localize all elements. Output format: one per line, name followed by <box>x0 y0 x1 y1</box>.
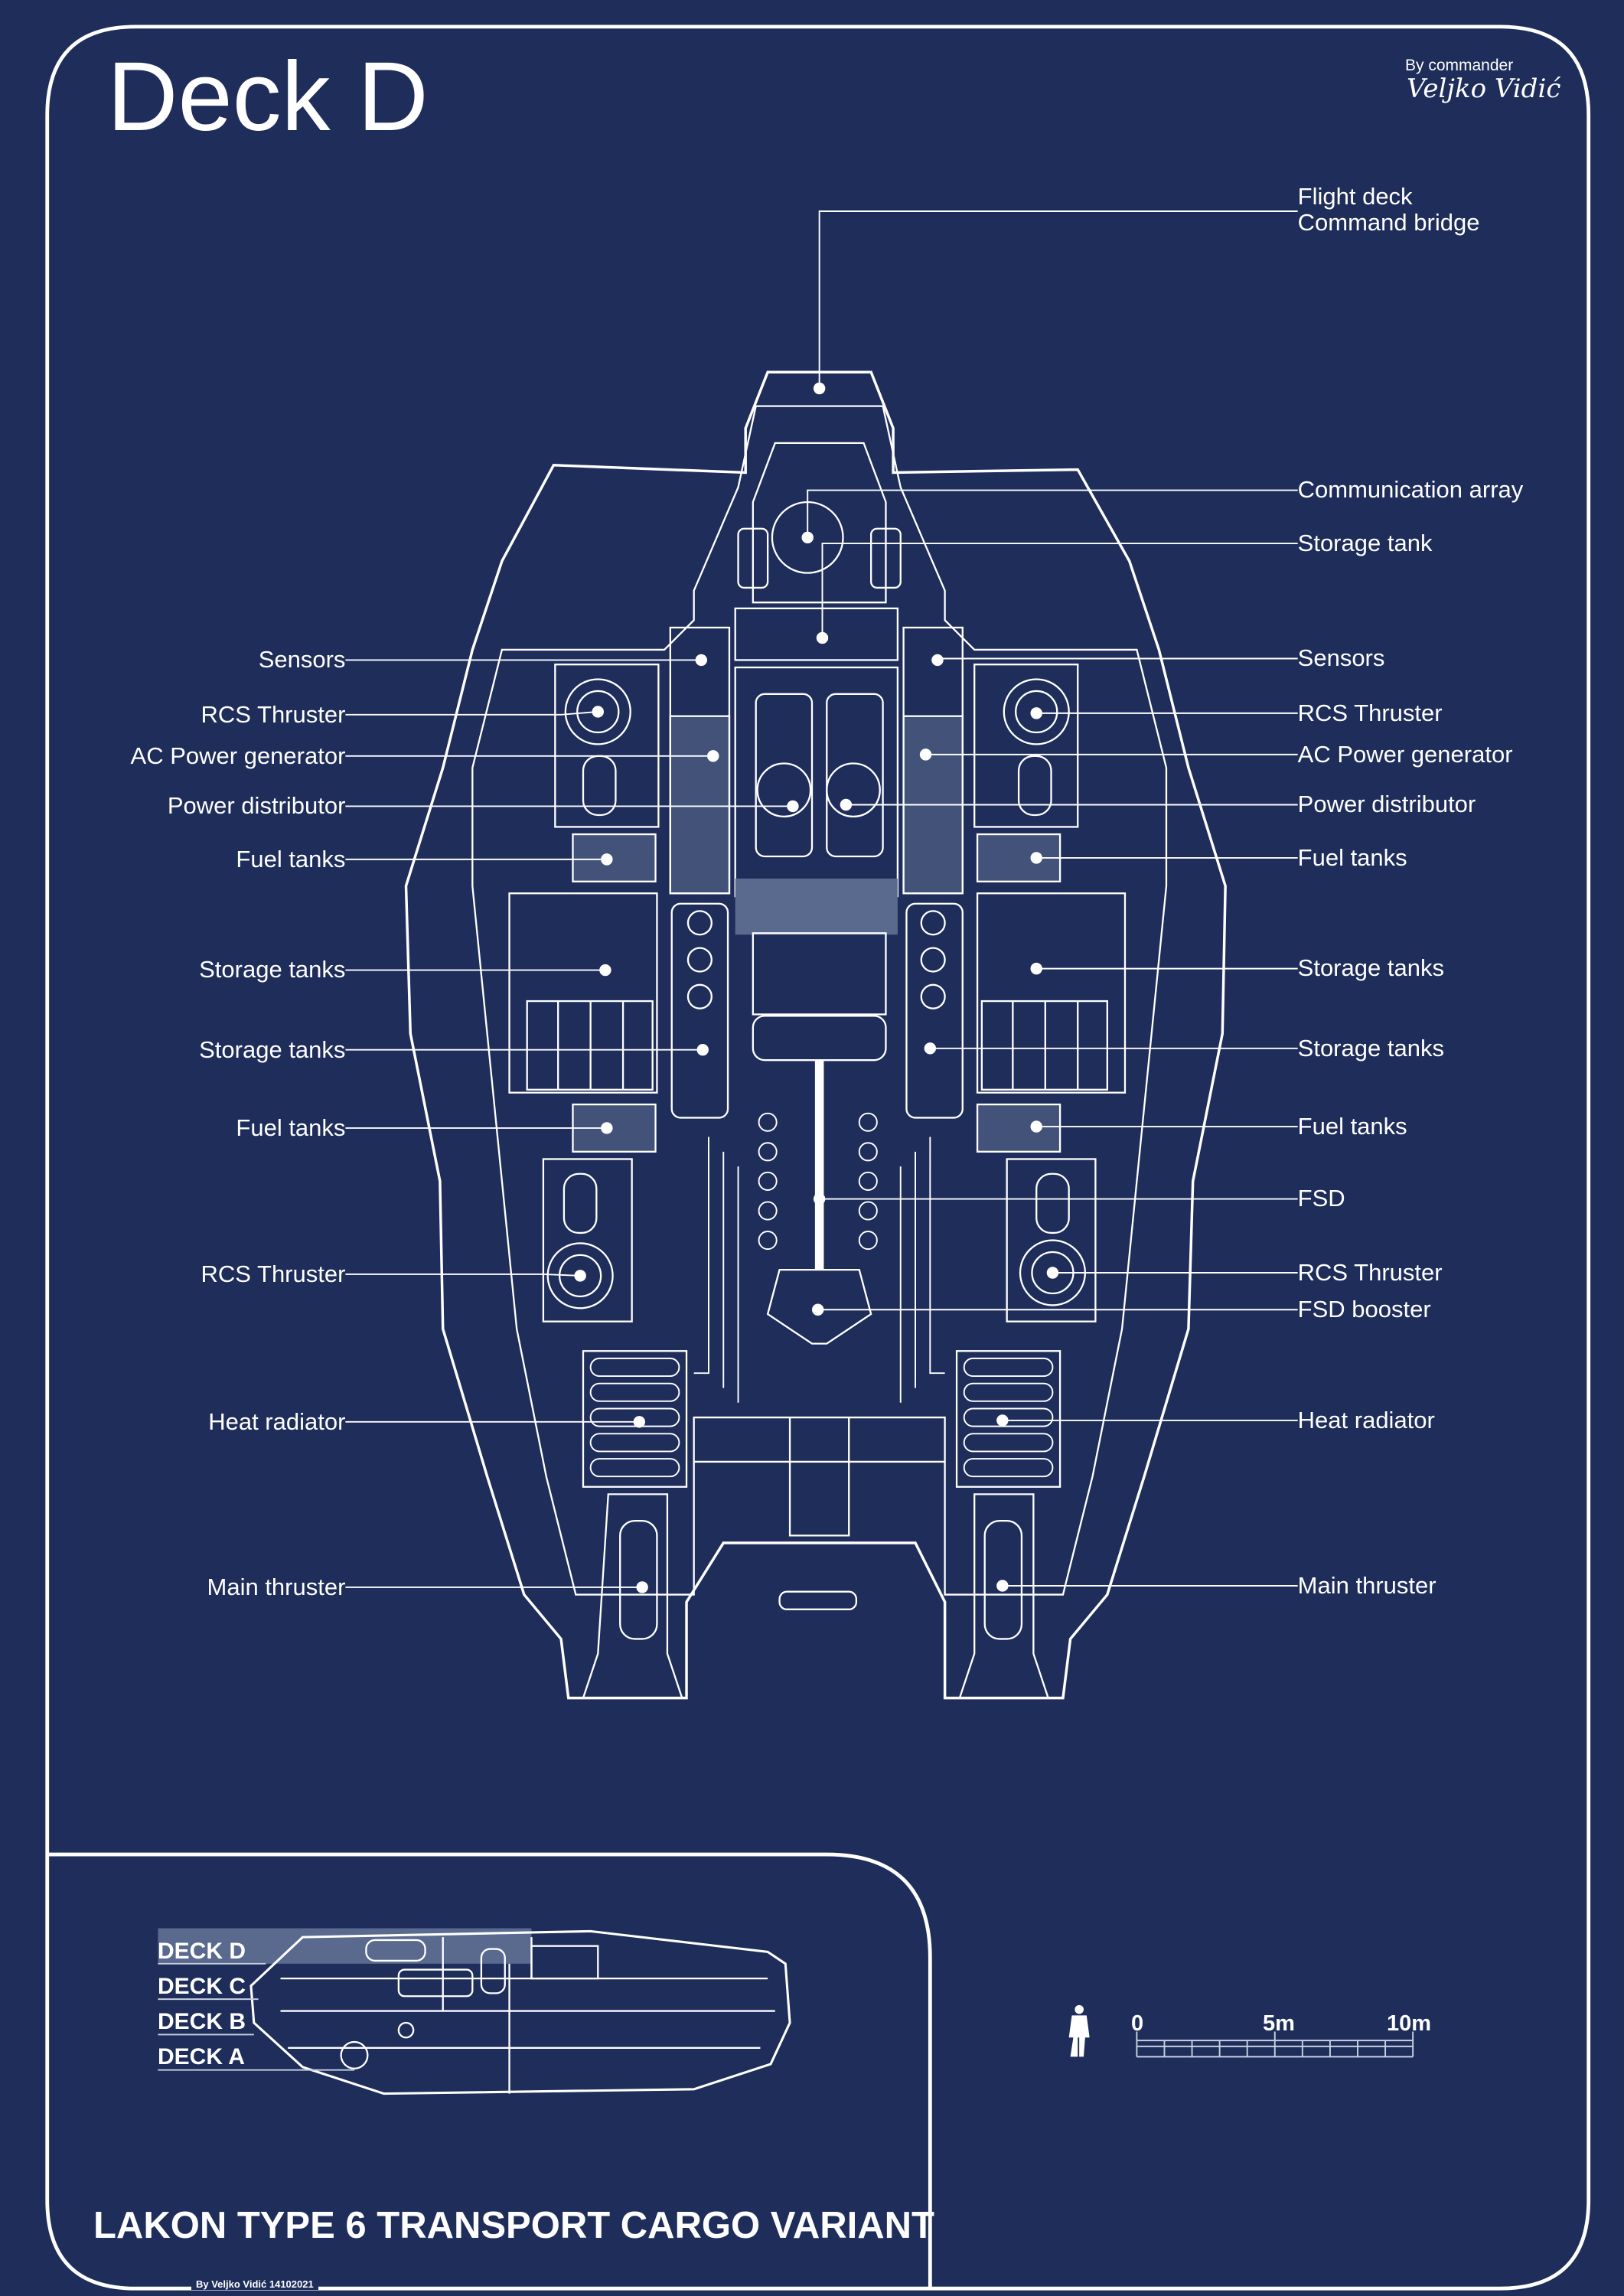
leader-line <box>345 710 598 716</box>
label-right-fsd-booster: FSD booster <box>1297 1296 1431 1323</box>
leader-dot <box>1030 852 1042 864</box>
leader-dot <box>813 382 826 395</box>
label-right-flight-deck: Flight deck <box>1297 182 1413 210</box>
leader-dot <box>1030 962 1042 975</box>
label-right-storage-tank: Storage tank <box>1297 529 1433 556</box>
leader-dot <box>924 1042 937 1055</box>
leader-line <box>818 210 1298 389</box>
leader-dot <box>636 1581 648 1593</box>
leader-dot <box>599 964 611 977</box>
product-title: LAKON TYPE 6 TRANSPORT CARGO VARIANT <box>93 2205 934 2246</box>
label-right-power-distributor: Power distributor <box>1297 791 1476 818</box>
leader-dot <box>1030 1120 1042 1133</box>
leader-line <box>937 657 1298 660</box>
bottom-panel-border <box>47 1852 932 2289</box>
leader-dot <box>801 531 814 544</box>
leader-dot <box>787 800 799 813</box>
label-left-storage-tanks: Storage tanks <box>199 956 346 983</box>
deck-label-underlines <box>158 1962 354 2071</box>
deck-c-selector[interactable]: DECK C <box>158 1974 246 1999</box>
label-right-fuel-tanks: Fuel tanks <box>1297 843 1407 871</box>
leader-dot <box>696 1043 709 1056</box>
leader-dot <box>812 1303 824 1316</box>
leader-dot <box>707 750 719 762</box>
deck-a-selector[interactable]: DECK A <box>158 2044 245 2069</box>
leader-dot <box>1030 707 1042 719</box>
label-left-sensors: Sensors <box>258 646 346 673</box>
label-right-sensors: Sensors <box>1297 644 1385 672</box>
leader-dot <box>919 748 932 761</box>
leader-dot <box>633 1416 646 1428</box>
leader-dot <box>813 1192 826 1205</box>
leader-dot <box>931 654 944 667</box>
leader-dot <box>592 706 604 718</box>
label-left-rcs-thruster: RCS Thruster <box>201 700 346 728</box>
leader-dot <box>996 1414 1009 1427</box>
label-right-rcs-thruster: RCS Thruster <box>1297 1258 1443 1286</box>
label-right-heat-radiator: Heat radiator <box>1297 1406 1435 1433</box>
label-right-fsd: FSD <box>1297 1185 1345 1212</box>
leader-lines <box>345 210 1298 1593</box>
label-left-power-distributor: Power distributor <box>167 792 346 820</box>
human-scale-icon <box>1068 2004 1090 2057</box>
label-left-heat-radiator: Heat radiator <box>208 1407 346 1435</box>
scale-tick-10m: 10m <box>1387 2011 1432 2036</box>
label-right-ac-power-generator: AC Power generator <box>1297 740 1513 768</box>
label-right-communication-array: Communication array <box>1297 476 1524 504</box>
leader-dot <box>816 631 829 644</box>
label-left-main-thruster: Main thruster <box>207 1573 346 1600</box>
label-right-fuel-tanks: Fuel tanks <box>1297 1112 1407 1140</box>
label-left-fuel-tanks: Fuel tanks <box>236 845 346 872</box>
leader-line <box>821 543 1298 638</box>
credit-prefix: By commander <box>1405 57 1514 74</box>
ship-side-view <box>158 1928 791 2095</box>
label-left-rcs-thruster: RCS Thruster <box>201 1260 346 1287</box>
leader-dot <box>601 1122 613 1134</box>
page-title: Deck D <box>107 42 429 152</box>
ship-top-view <box>404 370 1227 1700</box>
label-left-fuel-tanks: Fuel tanks <box>236 1114 346 1141</box>
deck-d-selector[interactable]: DECK D <box>158 1939 246 1964</box>
scale-bar <box>1136 2031 1414 2058</box>
leader-dot <box>574 1270 586 1282</box>
scale-tick-5m: 5m <box>1263 2011 1295 2036</box>
credit-signature: Veljko Vidić <box>1407 73 1561 104</box>
footer-credit: By Veljko Vidić 14102021 <box>191 2278 318 2290</box>
label-right-storage-tanks: Storage tanks <box>1297 1034 1444 1062</box>
label-right-storage-tanks: Storage tanks <box>1297 954 1444 982</box>
scale-tick-0: 0 <box>1131 2011 1144 2036</box>
label-left-ac-power-generator: AC Power generator <box>130 742 346 769</box>
leader-line <box>807 489 1298 538</box>
leader-dot <box>996 1580 1009 1592</box>
label-right-rcs-thruster: RCS Thruster <box>1297 699 1443 726</box>
label-right-command-bridge: Command bridge <box>1297 209 1480 236</box>
leader-dot <box>695 654 708 667</box>
label-left-storage-tanks: Storage tanks <box>199 1035 346 1063</box>
leader-dot <box>840 798 853 811</box>
leader-dot <box>601 853 613 866</box>
label-right-main-thruster: Main thruster <box>1297 1571 1436 1599</box>
deck-b-selector[interactable]: DECK B <box>158 2009 246 2034</box>
leader-line <box>345 1273 581 1277</box>
poster-frame <box>45 24 1591 2291</box>
leader-dot <box>1046 1267 1059 1279</box>
